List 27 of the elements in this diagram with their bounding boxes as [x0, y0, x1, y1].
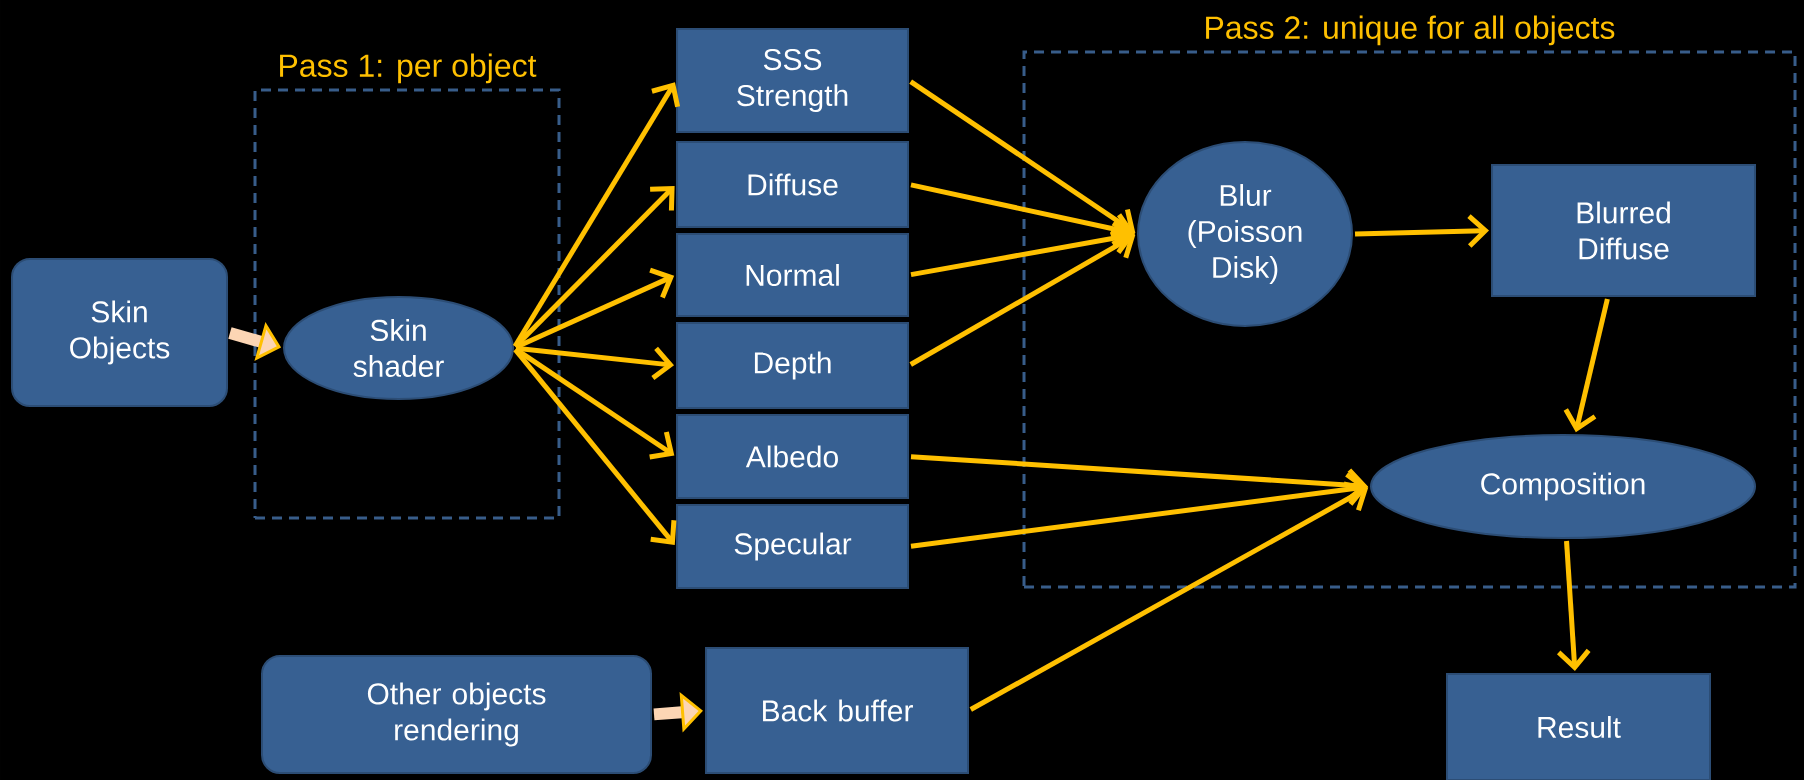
arrow: [1563, 298, 1610, 433]
frame-title: Pass 2: unique for all objects: [1206, 15, 1615, 46]
process-box: Diffuse: [676, 141, 909, 228]
arrow: [909, 229, 1136, 367]
arrow: [514, 347, 675, 460]
arrow: [910, 182, 1136, 247]
process-box: Blurred Diffuse: [1491, 164, 1756, 297]
process-box: Result: [1446, 673, 1711, 780]
process-box: Albedo: [676, 414, 909, 499]
process-box: Normal: [676, 233, 909, 317]
frame-title: Pass 1: per object: [280, 53, 537, 84]
arrow: [512, 82, 681, 348]
arrow: [1354, 214, 1489, 248]
arrow: [910, 220, 1136, 278]
arrow: [910, 472, 1369, 549]
process-box: Back buffer: [705, 647, 969, 774]
arrow: [513, 347, 677, 545]
rounded-box: Skin Objects: [11, 258, 228, 407]
process-box: Depth: [676, 322, 909, 409]
arrow: [909, 79, 1136, 237]
process-box: SSS Strength: [676, 28, 909, 133]
arrow: [1556, 540, 1591, 671]
process-box: Specular: [676, 504, 909, 589]
arrow: [969, 481, 1369, 712]
arrow: [513, 185, 675, 349]
arrow: [515, 345, 675, 381]
rounded-box: Other objects rendering: [261, 655, 652, 774]
